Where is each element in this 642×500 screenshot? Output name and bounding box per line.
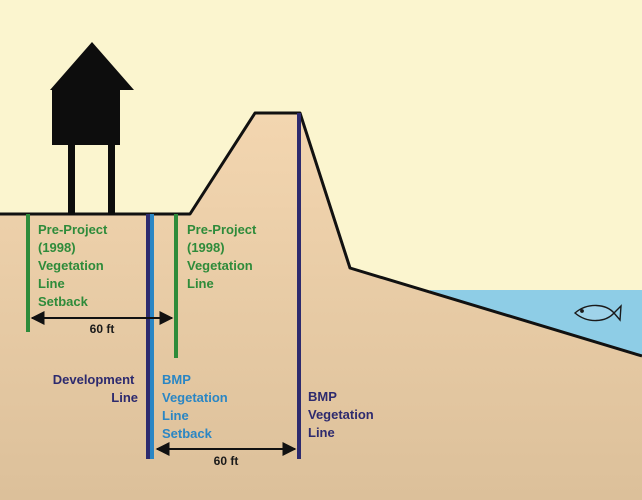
pre-project-setback-line [26, 214, 30, 332]
ground-profile [0, 113, 642, 500]
lower-dimension-label: 60 ft [214, 454, 239, 468]
bmp-setback-label: BMP Vegetation Line Setback [162, 372, 231, 441]
development-line [146, 214, 150, 459]
bmp-setback-line [150, 214, 154, 459]
ground-outline [0, 111, 642, 358]
bmp-line-label: BMP Vegetation Line [308, 389, 377, 440]
fish-icon [573, 304, 622, 322]
development-line-label: Development Line [53, 372, 138, 405]
bmp-vegetation-line [297, 113, 301, 459]
stilt-house-icon [50, 42, 134, 215]
pre-project-vegetation-line [174, 214, 178, 358]
pre-project-line-label: Pre-Project (1998) Vegetation Line [187, 222, 260, 291]
pre-project-setback-label: Pre-Project (1998) Vegetation Line Setba… [38, 222, 111, 309]
upper-dimension-label: 60 ft [90, 322, 115, 336]
